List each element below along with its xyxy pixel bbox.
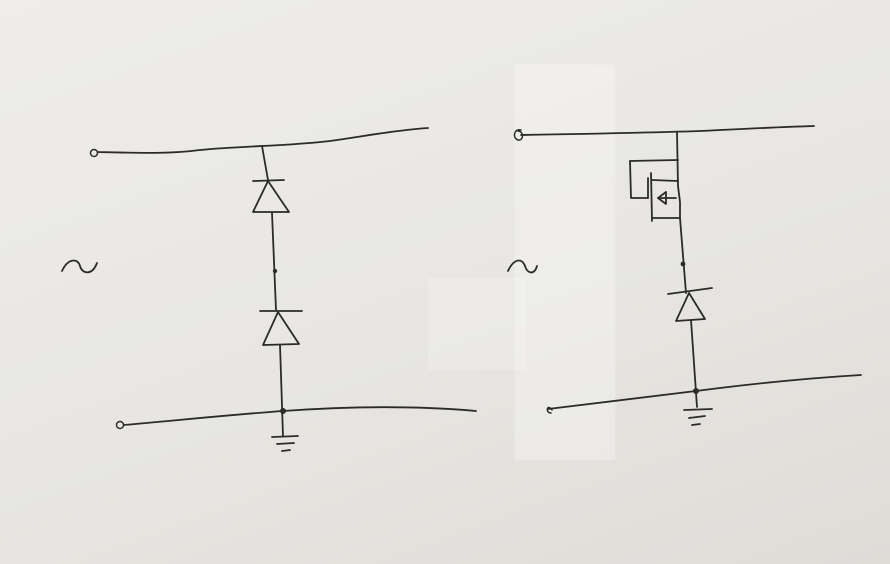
right-circuit [507, 125, 862, 426]
right-bottom-wire [547, 374, 862, 410]
right-junction-ground [693, 388, 699, 394]
right-top-terminal [513, 129, 524, 141]
left-diode-lower [259, 310, 303, 346]
left-bottom-wire [123, 406, 477, 426]
tape-strip [515, 65, 615, 460]
left-branch-wire-bottom [279, 344, 284, 437]
right-diode [667, 287, 713, 322]
left-junction-middle [272, 268, 278, 274]
right-branch-wire-top [676, 131, 679, 187]
tape-strip-small [428, 278, 526, 370]
left-ac-tilde [61, 259, 98, 274]
right-branch-wire-middle [679, 217, 687, 294]
left-ground-symbol [271, 435, 299, 452]
right-top-wire [520, 125, 815, 136]
right-ac-tilde [507, 259, 538, 274]
left-junction-ground [280, 408, 286, 414]
right-bottom-terminal [546, 406, 553, 414]
left-diode-upper [252, 179, 290, 213]
left-top-wire [97, 127, 429, 154]
left-branch-wire-top [261, 145, 269, 181]
left-bottom-terminal [115, 420, 125, 430]
left-branch-wire-middle [271, 212, 277, 311]
right-mosfet [629, 159, 681, 222]
right-ground-symbol [683, 408, 713, 426]
left-top-terminal [89, 148, 99, 158]
left-circuit [61, 127, 477, 452]
right-junction-middle [680, 261, 686, 267]
